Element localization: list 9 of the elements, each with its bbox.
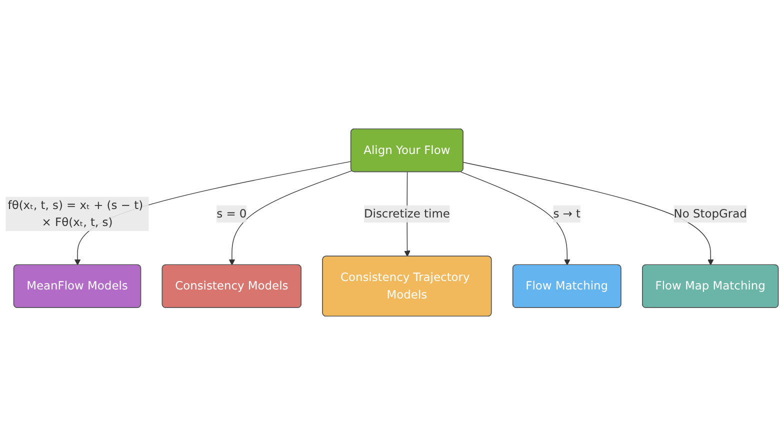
arrow <box>228 170 352 266</box>
arrow <box>463 162 714 266</box>
edge-label: s → t <box>553 206 581 220</box>
edge-label: Discretize time <box>364 206 450 220</box>
edge-label: fθ(xₜ, t, s) = xₜ + (s − t) × Fθ(xₜ, t, s) <box>8 198 144 229</box>
edge-label: No StopGrad <box>674 206 747 220</box>
edge-label: s = 0 <box>216 206 247 220</box>
arrow <box>460 172 570 266</box>
arrow <box>74 161 352 266</box>
